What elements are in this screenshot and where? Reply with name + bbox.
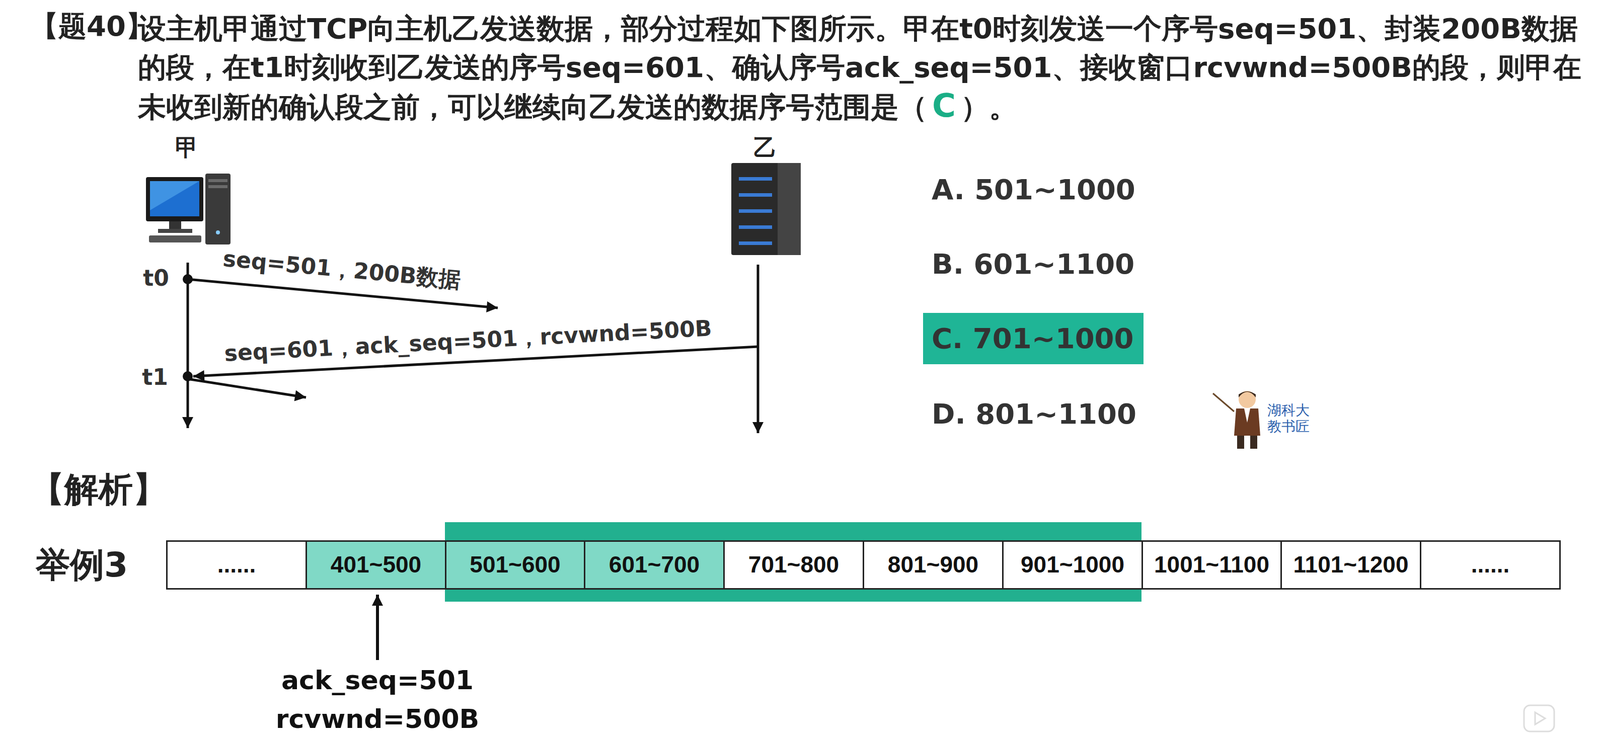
server-light xyxy=(738,177,773,181)
question-body: 设主机甲通过TCP向主机乙发送数据，部分过程如下图所示。甲在t0时刻发送一个序号… xyxy=(137,12,1582,124)
play-icon xyxy=(1524,705,1555,732)
sequence-cell: 1101~1200 xyxy=(1280,540,1422,590)
pointer-stick xyxy=(1212,393,1235,412)
tower xyxy=(205,173,231,245)
host-label: 乙 xyxy=(753,133,777,162)
drive-bay xyxy=(208,185,228,189)
segment-label: seq=601，ack_seq=501，rcvwnd=500B xyxy=(223,315,713,367)
sequence-cell: ...... xyxy=(166,540,308,590)
answer-mark: C xyxy=(927,87,961,125)
hair xyxy=(1238,391,1256,398)
server-body xyxy=(731,163,801,256)
cell-text: 701~800 xyxy=(748,551,840,579)
question-text: 设主机甲通过TCP向主机乙发送数据，部分过程如下图所示。甲在t0时刻发送一个序号… xyxy=(137,9,1583,127)
drive-bay xyxy=(208,179,228,183)
timeline xyxy=(186,262,190,429)
leg xyxy=(1250,435,1258,449)
window-label: rcvwnd=500B xyxy=(275,703,480,735)
sequence-cell: 901~1000 xyxy=(1002,540,1144,590)
option-text: D. 801~1100 xyxy=(931,397,1137,431)
server-icon xyxy=(731,163,801,256)
pointer-arrow xyxy=(375,594,379,661)
server-light xyxy=(738,241,773,246)
option-text: B. 601~1100 xyxy=(931,247,1135,281)
option-text: C. 701~1000 xyxy=(931,321,1134,356)
question-body: ）。 xyxy=(960,90,1018,124)
power-light xyxy=(215,230,220,235)
monitor-neck xyxy=(169,221,182,230)
server-side xyxy=(777,163,801,256)
cell-text: 601~700 xyxy=(608,551,700,579)
cell-text: 501~600 xyxy=(469,551,561,579)
time-label: t1 xyxy=(141,364,169,392)
computer-icon xyxy=(145,173,231,245)
screen-shine xyxy=(149,181,200,211)
send-window xyxy=(444,522,1142,602)
option-text: A. 501~1000 xyxy=(931,172,1136,207)
screen xyxy=(149,181,200,217)
sequence-cell: ...... xyxy=(1419,540,1561,590)
sequence-cell: 601~700 xyxy=(583,540,725,590)
monitor-foot xyxy=(158,229,193,234)
host-label: 甲 xyxy=(175,133,199,162)
cell-text: 1101~1200 xyxy=(1293,551,1409,579)
time-label: t0 xyxy=(142,265,170,292)
sequence-cell: 401~500 xyxy=(305,540,447,590)
section-heading: 【解析】 xyxy=(30,469,168,511)
sequence-cell: 1001~1100 xyxy=(1141,540,1282,590)
server-light xyxy=(738,193,773,197)
ack-label: ack_seq=501 xyxy=(281,664,474,697)
segment-label: seq=501，200B数据 xyxy=(221,245,462,294)
server-light xyxy=(738,209,773,213)
play-triangle xyxy=(1535,712,1546,725)
play-frame xyxy=(1524,705,1555,732)
cell-text: ...... xyxy=(1471,551,1510,579)
cell-text: 901~1000 xyxy=(1020,551,1125,579)
keyboard xyxy=(148,235,202,243)
monitor xyxy=(145,177,204,222)
watermark: 湖科大 教书匠 xyxy=(1267,402,1316,435)
answer-box: C. 701~1000 xyxy=(923,313,1144,365)
timeline xyxy=(756,264,760,434)
cell-text: 1001~1100 xyxy=(1154,551,1270,579)
cell-text: 801~900 xyxy=(887,551,979,579)
shirt xyxy=(1244,408,1251,423)
teacher-figure xyxy=(1212,391,1261,449)
sequence-cell: 501~600 xyxy=(444,540,586,590)
head xyxy=(1238,391,1256,409)
server-light xyxy=(738,225,773,230)
question-number: 【题40】 xyxy=(30,9,155,43)
cell-text: ...... xyxy=(217,551,257,579)
example-label: 举例3 xyxy=(35,544,128,586)
cell-text: 401~500 xyxy=(330,551,422,579)
suit xyxy=(1234,408,1261,436)
segment-arrow xyxy=(190,379,307,398)
sequence-cell: 801~900 xyxy=(862,540,1004,590)
sequence-cell: 701~800 xyxy=(723,540,865,590)
leg xyxy=(1237,435,1245,449)
